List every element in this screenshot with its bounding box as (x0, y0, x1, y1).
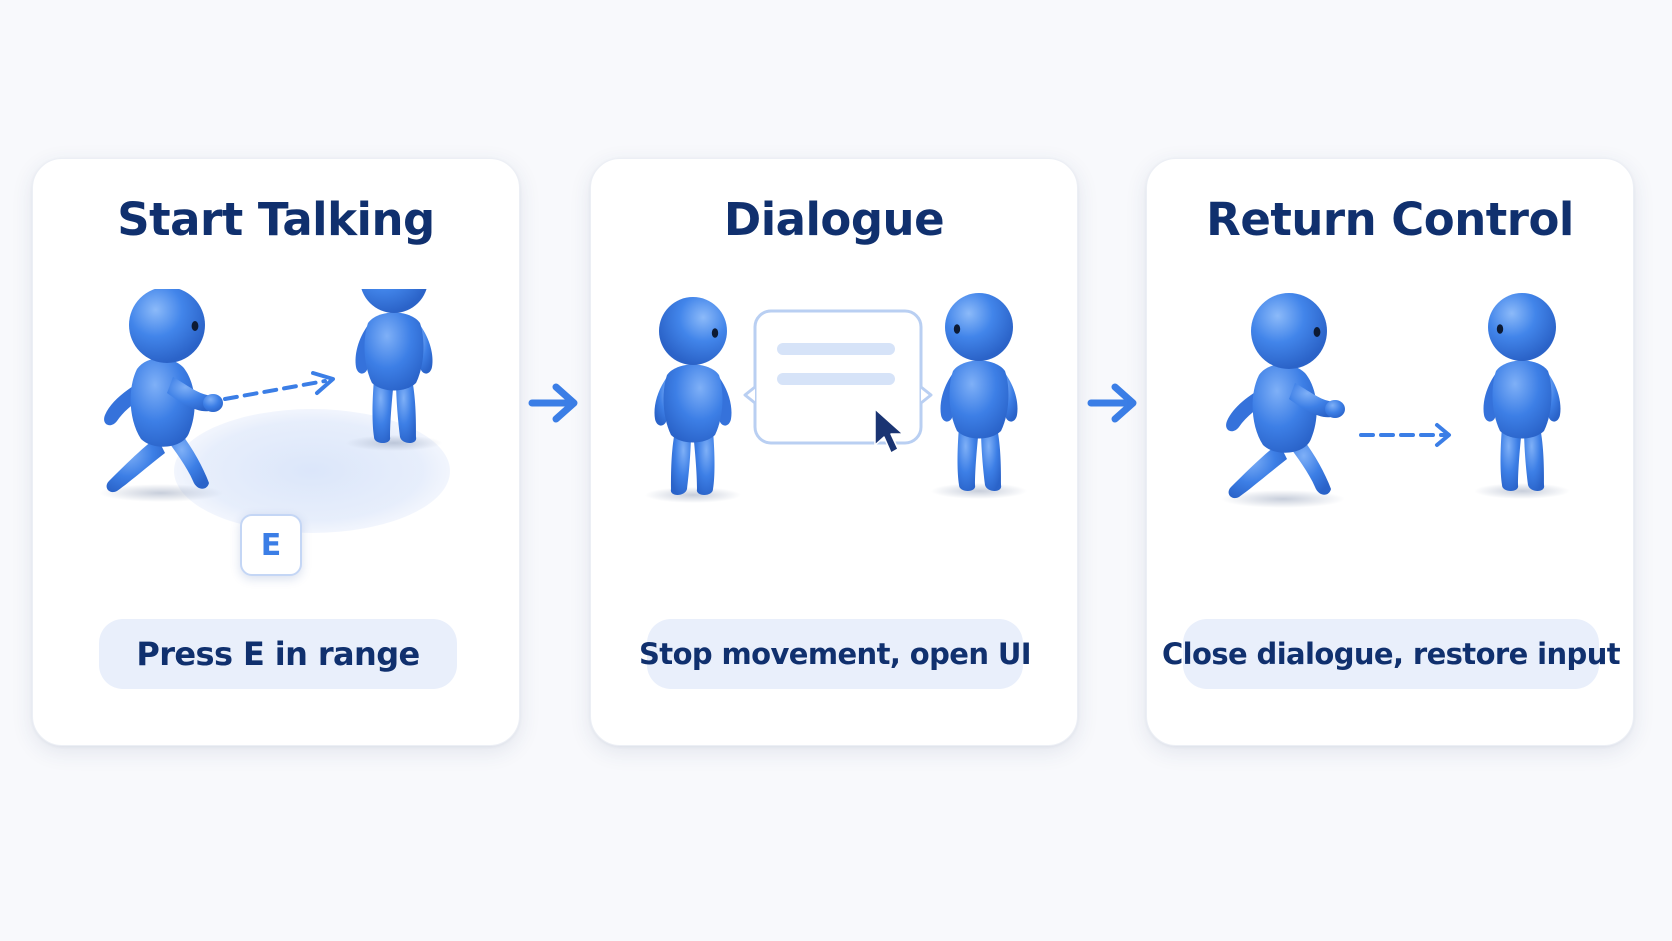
flow-arrow-icon (1087, 383, 1137, 423)
npc-figure-standing (1474, 293, 1570, 499)
scene-return-control (1221, 293, 1570, 508)
key-label: E (260, 527, 282, 563)
step-card-return-control: Return Control Close dialogue, restore i… (1146, 158, 1634, 746)
step-card-start-talking: Start Talking E Press E in range (32, 158, 520, 746)
npc-figure-standing (931, 293, 1027, 499)
step-caption: Close dialogue, restore input (1162, 619, 1621, 689)
step-title: Dialogue (723, 193, 945, 246)
player-figure-walking (1221, 293, 1345, 508)
dashed-approach-arrow (223, 371, 335, 401)
step-card-dialogue: Dialogue Stop movement, open UI (590, 158, 1078, 746)
step-caption: Stop movement, open UI (639, 619, 1032, 689)
step-title: Start Talking (117, 193, 435, 246)
step-caption: Press E in range (99, 619, 457, 689)
scene-start-talking (99, 289, 450, 533)
key-badge-e: E (240, 514, 302, 576)
scene-dialogue (645, 293, 1027, 503)
flow-arrow-icon (528, 383, 578, 423)
dialogue-box-icon (743, 309, 933, 445)
step-title: Return Control (1206, 193, 1574, 246)
dashed-return-arrow (1359, 423, 1451, 447)
player-figure-standing (645, 297, 741, 503)
